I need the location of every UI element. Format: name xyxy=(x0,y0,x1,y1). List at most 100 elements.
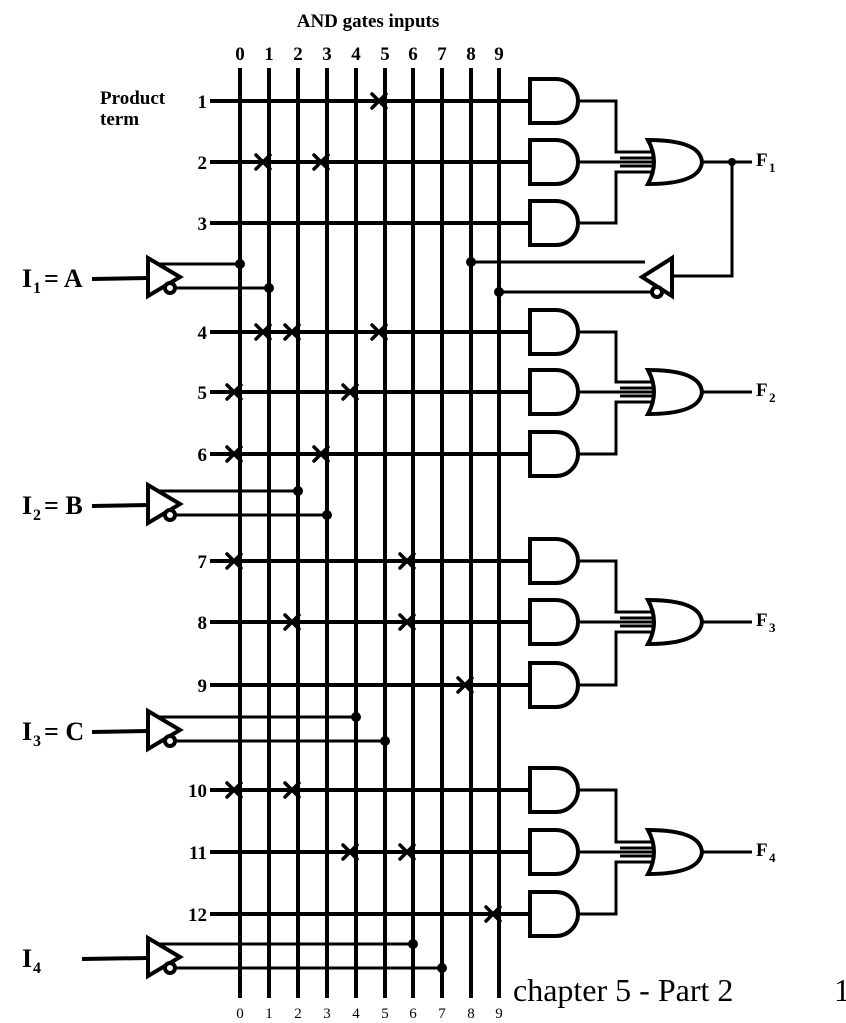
column-label-bottom: 3 xyxy=(323,1006,331,1022)
diagram-header: AND gates inputs xyxy=(297,11,440,32)
input-label-sub: 2 xyxy=(33,507,41,524)
column-label-bottom: 9 xyxy=(495,1006,503,1022)
fuse-x-mark xyxy=(398,613,416,631)
inverter-bubble xyxy=(163,961,177,975)
junction-dot xyxy=(437,963,447,973)
and-gate xyxy=(528,77,580,125)
and-gate xyxy=(528,828,580,876)
input-wire xyxy=(81,956,149,961)
fuse-stroke xyxy=(225,383,243,401)
and-gate xyxy=(528,199,580,247)
fuse-x-mark xyxy=(225,552,243,570)
footer-chapter: chapter 5 - Part 2 xyxy=(513,972,733,1008)
row-label: 12 xyxy=(188,905,207,926)
column-label-top: 6 xyxy=(408,44,418,65)
or-gate xyxy=(644,137,705,187)
column-label-bottom: 7 xyxy=(438,1006,446,1022)
fuse-stroke xyxy=(456,676,474,694)
fuse-x-mark xyxy=(398,552,416,570)
fuse-stroke xyxy=(283,613,301,631)
fuse-x-mark xyxy=(225,383,243,401)
fuse-x-mark xyxy=(456,676,474,694)
or-gate xyxy=(644,597,705,647)
or-wire xyxy=(580,330,654,384)
input-label: I xyxy=(22,491,32,520)
junction-dot xyxy=(466,257,476,267)
fuse-x-mark xyxy=(283,781,301,799)
fuse-stroke xyxy=(398,843,416,861)
and-gate xyxy=(528,308,580,356)
column-label-top: 4 xyxy=(351,44,361,65)
output-label-sub: 4 xyxy=(769,850,776,865)
or-gate xyxy=(644,367,705,417)
output-label-sub: 3 xyxy=(769,620,776,635)
inverter-bubble xyxy=(163,508,177,522)
row-label: 6 xyxy=(198,445,208,466)
input-wire xyxy=(91,276,149,281)
fuse-stroke xyxy=(254,153,272,171)
input-label-sub: 1 xyxy=(33,280,41,297)
column-label-top: 7 xyxy=(437,44,447,65)
row-label: 11 xyxy=(189,843,207,864)
input-label: I xyxy=(22,944,32,973)
junction-dot xyxy=(351,712,361,722)
fuse-x-mark xyxy=(312,153,330,171)
fuse-stroke xyxy=(370,92,388,110)
input-label-sub: 3 xyxy=(33,733,41,750)
input-label-value: = A xyxy=(44,264,83,293)
row-label: 10 xyxy=(188,781,207,802)
fuse-x-mark xyxy=(225,781,243,799)
and-gate xyxy=(528,890,580,938)
output-label: F xyxy=(756,150,768,171)
column-label-top: 2 xyxy=(293,44,303,65)
fuse-x-mark xyxy=(341,383,359,401)
fuse-stroke xyxy=(312,153,330,171)
and-or-gates xyxy=(528,77,752,938)
fuse-x-mark xyxy=(370,323,388,341)
inverter-bubble xyxy=(163,734,177,748)
footer-page: 1 xyxy=(834,972,846,1008)
or-wire xyxy=(580,788,654,844)
fuse-stroke xyxy=(283,781,301,799)
input-label: I xyxy=(22,264,32,293)
or-wire xyxy=(580,99,654,154)
row-label: 9 xyxy=(198,676,208,697)
and-gate xyxy=(528,430,580,478)
junction-dot xyxy=(494,287,504,297)
fuse-x-mark xyxy=(341,843,359,861)
inverter-bubble xyxy=(163,281,177,295)
fuse-x-mark xyxy=(225,445,243,463)
input-label-sub: 4 xyxy=(33,960,41,977)
input-label: I xyxy=(22,717,32,746)
column-label-bottom: 4 xyxy=(352,1006,360,1022)
column-label-top: 8 xyxy=(466,44,476,65)
fuse-x-mark xyxy=(398,843,416,861)
product-term-lines xyxy=(210,99,530,916)
fuse-stroke xyxy=(225,781,243,799)
fuse-stroke xyxy=(283,323,301,341)
fuse-stroke xyxy=(254,323,272,341)
column-label-bottom: 6 xyxy=(409,1006,417,1022)
column-label-top: 1 xyxy=(264,44,274,65)
column-label-bottom: 0 xyxy=(236,1006,244,1022)
or-wire xyxy=(580,400,654,456)
and-gate xyxy=(528,537,580,585)
input-buffers xyxy=(81,254,674,980)
fuse-stroke xyxy=(484,905,502,923)
input-wire xyxy=(91,503,149,508)
junction-dot xyxy=(322,510,332,520)
fuse-marks xyxy=(225,92,502,923)
output-label: F xyxy=(756,840,768,861)
junction-dot xyxy=(408,939,418,949)
row-label: 4 xyxy=(198,323,208,344)
fuse-stroke xyxy=(312,445,330,463)
and-gate xyxy=(528,368,580,416)
fuse-x-mark xyxy=(370,92,388,110)
fuse-x-mark xyxy=(283,323,301,341)
column-label-bottom: 1 xyxy=(265,1006,273,1022)
column-label-bottom: 2 xyxy=(294,1006,302,1022)
feedback-inverter-bubble xyxy=(650,285,664,299)
fuse-stroke xyxy=(398,552,416,570)
